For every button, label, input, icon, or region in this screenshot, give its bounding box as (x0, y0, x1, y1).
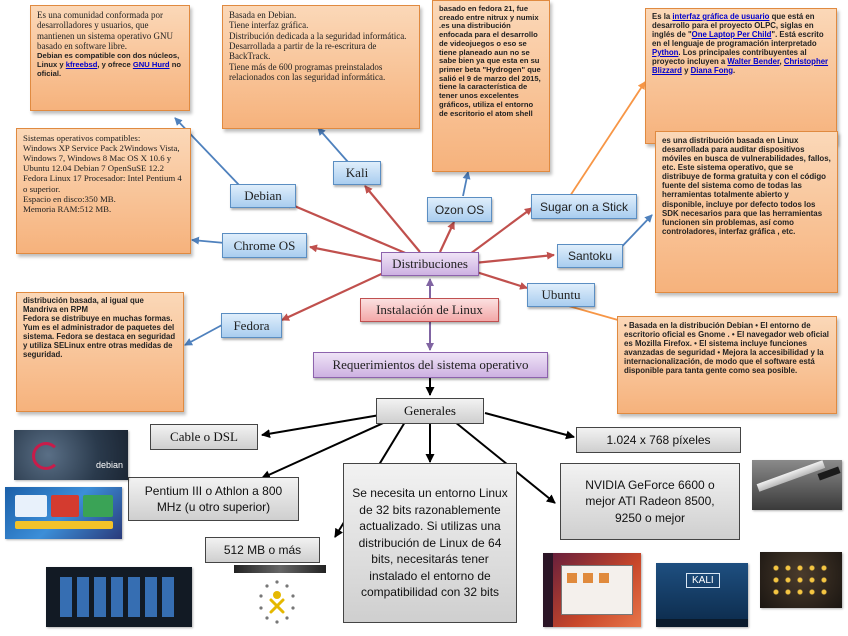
node-ram[interactable]: 512 MB o más (205, 537, 320, 563)
note-kali: Basada en Debian. Tiene interfaz gráfica… (222, 5, 420, 129)
kali-logo-text: KALI (686, 573, 720, 588)
debian-desktop-image: debian (14, 430, 128, 480)
link-diana-fong[interactable]: Diana Fong (690, 65, 734, 75)
link-walter-bender[interactable]: Walter Bender (727, 56, 780, 66)
link-one-laptop[interactable]: One Laptop Per Child (691, 29, 772, 39)
node-ubuntu[interactable]: Ubuntu (527, 283, 595, 307)
node-requerimientos[interactable]: Requerimientos del sistema operativo (313, 352, 548, 378)
node-distribuciones[interactable]: Distribuciones (381, 252, 479, 276)
santoku-knife-image (752, 460, 842, 510)
node-pentium[interactable]: Pentium III o Athlon a 800 MHz (u otro s… (128, 477, 299, 521)
sugar-xo-icon (256, 578, 298, 626)
link-interfaz-grafica[interactable]: interfaz gráfica de usuario (672, 12, 770, 21)
edge-to-santoku (473, 251, 555, 265)
node-sugar-on-a-stick[interactable]: Sugar on a Stick (531, 194, 637, 219)
note-chrome-os: Sistemas operativos compatibles: Windows… (16, 128, 191, 254)
edge-to-sugar (469, 207, 533, 255)
node-kali[interactable]: Kali (333, 161, 381, 185)
debian-logo-text: debian (96, 460, 124, 470)
fedora-desktop-image (46, 567, 192, 627)
node-santoku[interactable]: Santoku (557, 244, 623, 268)
node-ozon-os[interactable]: Ozon OS (427, 197, 492, 222)
edge-to-kali (364, 185, 421, 253)
debian-swirl-icon (32, 442, 60, 470)
note-fedora: distribución basada, al igual que Mandri… (16, 292, 184, 412)
kali-desktop-image: KALI (656, 563, 748, 627)
edge-to-fedora (281, 269, 391, 321)
note-debian: Es una comunidad conformada por desarrol… (30, 5, 190, 111)
edge-to-ubuntu (469, 268, 528, 290)
node-cable-dsl[interactable]: Cable o DSL (150, 424, 258, 450)
edge-to-debian (284, 200, 411, 257)
node-fedora[interactable]: Fedora (221, 313, 282, 338)
note-ubuntu: • Basada en la distribución Debian • El … (617, 316, 837, 414)
note-ozon: basado en fedora 21, fue creado entre ni… (432, 0, 550, 172)
node-debian[interactable]: Debian (230, 184, 296, 208)
link-gnu-hurd[interactable]: GNU Hurd (132, 60, 170, 70)
ozon-apps-image (760, 552, 842, 608)
node-instalacion-linux[interactable]: Instalación de Linux (360, 298, 499, 322)
node-tarjeta-grafica[interactable]: NVIDIA GeForce 6600 o mejor ATI Radeon 8… (560, 463, 740, 540)
node-resolucion[interactable]: 1.024 x 768 píxeles (576, 427, 741, 453)
node-generales[interactable]: Generales (376, 398, 484, 424)
edge-to-chrome (309, 244, 386, 264)
note-santoku: es una distribución basada en Linux desa… (655, 131, 838, 293)
node-chrome-os[interactable]: Chrome OS (222, 233, 307, 258)
ozon-bar-image (234, 565, 326, 573)
chrome-desktop-image (5, 487, 122, 539)
ubuntu-desktop-image (543, 553, 641, 627)
link-christopher-blizzard[interactable]: Christopher Blizzard (652, 56, 829, 75)
note-sugar: Es la interfaz gráfica de usuario que es… (645, 8, 837, 144)
link-python[interactable]: Python (652, 47, 679, 57)
node-entorno-32bits[interactable]: Se necesita un entorno Linux de 32 bits … (343, 463, 517, 623)
edge-to-ozon (439, 221, 455, 253)
link-kfreebsd[interactable]: kfreebsd (65, 60, 98, 70)
